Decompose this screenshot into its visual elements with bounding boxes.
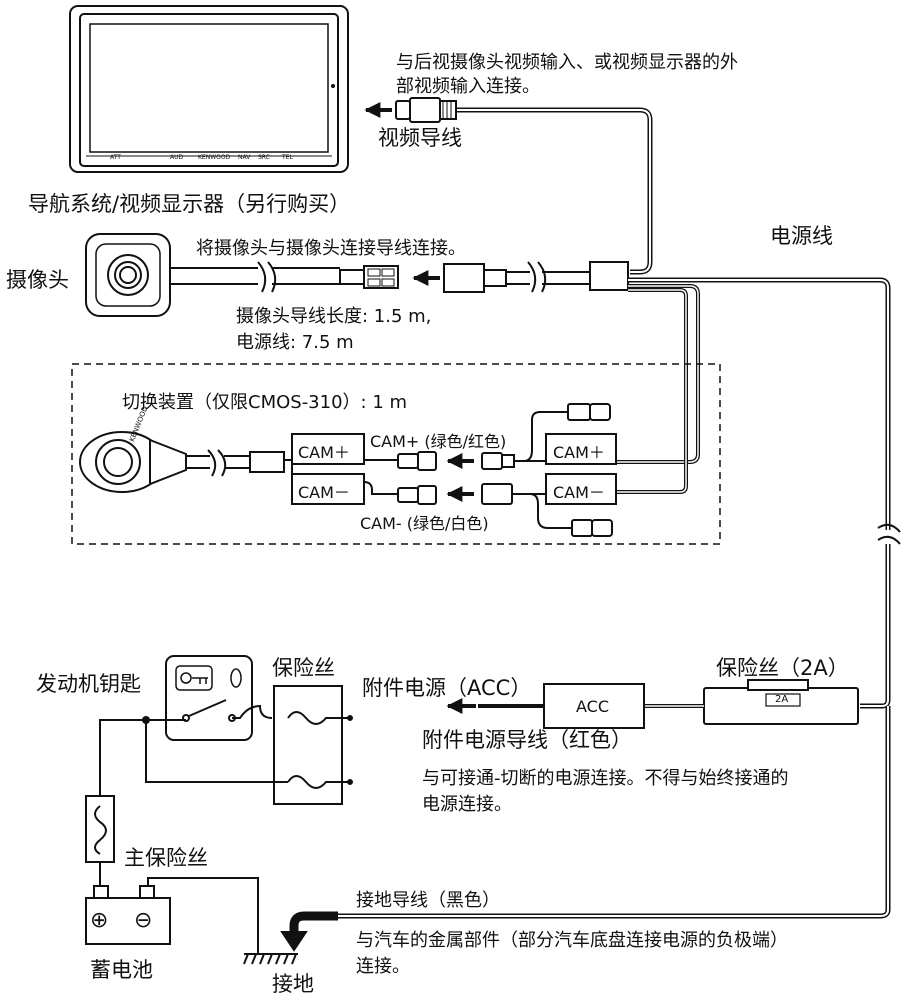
acc-power-label: 附件电源（ACC）: [362, 676, 532, 700]
ground-cable-label: 接地导线（黑色）: [356, 890, 500, 911]
video-cable-label: 视频导线: [378, 126, 462, 150]
camera-unit: [85, 233, 171, 317]
camera-cable-length: 摄像头导线长度: 1.5 m,: [236, 306, 432, 327]
cam-minus-left-label: CAM－: [298, 483, 350, 502]
acc-box: [543, 683, 645, 729]
acc-box-label: ACC: [576, 697, 610, 716]
cam-minus-color-label: CAM- (绿色/白色): [360, 514, 489, 533]
cam-minus-wire: [363, 473, 617, 537]
fuse-2a-label: 保险丝（2A）: [716, 656, 849, 680]
battery-box: [85, 897, 171, 945]
power-cable-length: 电源线: 7.5 m: [236, 332, 354, 353]
acc-cable-label: 附件电源导线（红色）: [422, 728, 632, 752]
video-connect-note-2: 部视频输入连接。: [396, 76, 540, 97]
switch-unit: [79, 431, 293, 493]
connect-camera-cable-label: 将摄像头与摄像头连接导线连接。: [196, 238, 466, 259]
fuse-label: 保险丝: [272, 656, 335, 680]
ground-label: 接地: [272, 972, 314, 996]
monitor-btn-aud: AUD: [170, 154, 184, 161]
cam-plus-color-label: CAM+ (绿色/红色): [370, 432, 507, 451]
battery-label: 蓄电池: [90, 958, 153, 982]
cam-minus-box-left: [291, 473, 365, 505]
ground-cable: [280, 911, 338, 952]
monitor-btn-att: ATT: [110, 154, 121, 161]
battery-plus-icon: ⊕: [90, 908, 109, 933]
monitor-btn-nav: NAV: [238, 154, 251, 161]
video-cable: [364, 97, 653, 275]
ground-note-1: 与汽车的金属部件（部分汽车底盘连接电源的负极端）: [356, 930, 788, 951]
main-fuse-box: [85, 795, 115, 863]
power-cable-trunk: [338, 277, 901, 919]
fuse-2a-tag: 2A: [775, 694, 789, 705]
power-cable-label: 电源线: [770, 224, 833, 248]
cam-plus-box-left: [291, 433, 365, 465]
ground-note-2: 连接。: [356, 956, 410, 977]
cam-plus-left-label: CAM＋: [298, 443, 350, 462]
battery-circuit: [85, 716, 298, 965]
monitor-btn-tel: TEL: [282, 154, 293, 161]
video-connect-note-1: 与后视摄像头视频输入、或视频显示器的外: [396, 52, 738, 73]
nav-display-label: 导航系统/视频显示器（另行购买）: [28, 192, 351, 216]
optional-switch-frame: [71, 363, 721, 545]
ignition-key-label: 发动机钥匙: [36, 672, 141, 696]
acc-note-1: 与可接通-切断的电源连接。不得与始终接通的: [422, 768, 789, 789]
monitor-unit: [69, 5, 349, 173]
monitor-brand: KENWOOD: [198, 154, 231, 161]
fuse-box: [232, 685, 353, 805]
cam-plus-wire: [364, 403, 617, 471]
camera-label: 摄像头: [6, 268, 69, 292]
acc-note-2: 电源连接。: [422, 794, 512, 815]
acc-wire: [446, 679, 859, 729]
cam-plus-right-label: CAM＋: [553, 443, 605, 462]
ignition-key-unit: [165, 655, 253, 741]
switch-unit-label: 切换装置（仅限CMOS-310）: 1 m: [122, 392, 408, 413]
battery-minus-icon: ⊖: [134, 908, 153, 933]
main-fuse-label: 主保险丝: [124, 846, 208, 870]
cam-minus-right-label: CAM－: [553, 483, 605, 502]
camera-cable: [170, 261, 629, 293]
monitor-btn-src: SRC: [258, 154, 270, 161]
